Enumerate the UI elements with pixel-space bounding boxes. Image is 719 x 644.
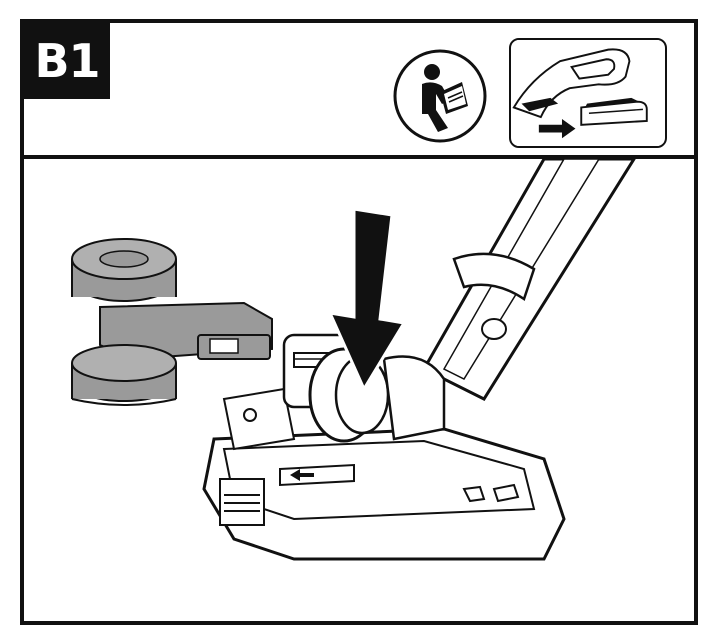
read-manual-icon [393,49,487,143]
press-down-arrow-icon [327,207,407,393]
edge-guide-wheel [71,238,273,406]
step-label: B1 [24,23,110,99]
trimmer-head-housing [202,333,566,561]
battery-removal-icon [509,38,667,148]
trimmer-pole [421,159,636,401]
trimmer-illustration [71,159,636,561]
header-divider [20,155,698,159]
instruction-frame [20,19,698,625]
